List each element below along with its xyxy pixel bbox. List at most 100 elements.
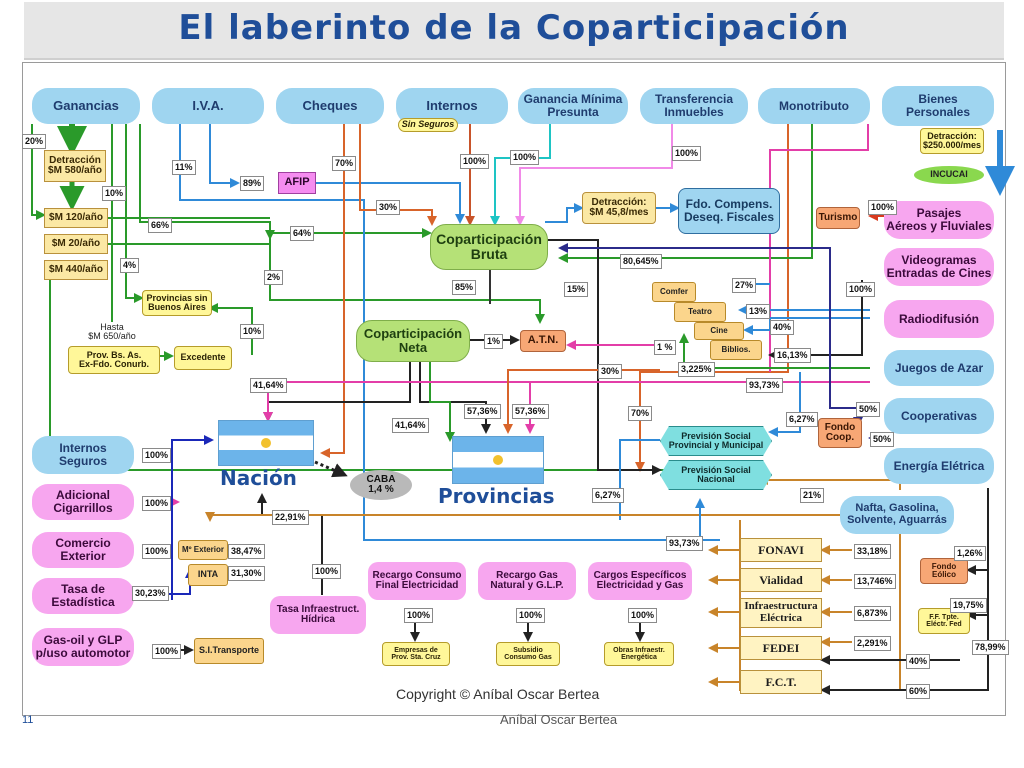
arrow-copart-detraccion [545,203,584,223]
node-tasa-infra: Tasa Infraestruct. Hídrica [270,596,366,634]
node-m120: $M 120/año [44,208,108,228]
pct-3847: 38,47% [228,544,265,559]
pct-10: 10% [102,186,127,201]
arrow-excedente [208,303,253,355]
node-videogramas: Videogramas Entradas de Cines [884,248,994,286]
node-subsidio-gas: Subsidio Consumo Gas [496,642,560,666]
node-m-exterior: Mº Exterior [178,540,228,560]
pct-1613: 16,13% [774,348,811,363]
arrow-ganancias-66 [139,124,275,240]
pct-9373a: 93,73% [746,378,783,393]
node-fondo-coop: Fondo Coop. [818,418,862,448]
node-gasoil: Gas-oil y GLP p/uso automotor [32,628,134,666]
arrow-prov-627 [768,372,801,437]
pct-50b: 50% [870,432,895,447]
copyright: Copyright © Aníbal Oscar Bertea [396,686,600,702]
pct-100-video: 100% [846,282,876,297]
node-caba: CABA 1,4 % [350,470,412,500]
pct-2291a: 22,91% [272,510,309,525]
sun-icon [493,455,503,465]
node-incucai: INCUCAI [914,166,984,184]
arrow-ganancias-4 [125,124,144,303]
pct-100-internos: 100% [460,154,490,169]
node-pasajes: Pasajes Aéreos y Fluviales [884,201,994,239]
label-provincias: Provincias [438,484,555,508]
node-energia: Energía Elétrica [884,448,994,484]
node-ganancias: Ganancias [32,88,140,124]
pct-100-is: 100% [142,448,172,463]
node-si-transporte: S.I.Transporte [194,638,264,664]
badge-sin-seguros: Sin Seguros [398,118,458,132]
pct-40: 40% [770,320,795,335]
node-obras-infra: Obras Infraestr. Energética [604,642,674,666]
pct-21: 21% [800,488,825,503]
pct-100-gmp: 100% [510,150,540,165]
node-prov-bsas: Prov. Bs. As. Ex-Fdo. Conurb. [68,346,160,374]
pct-30: 30% [376,200,401,215]
arrow-iva-afip [209,124,240,188]
pct-9373b: 93,73% [666,536,703,551]
pct-7899: 78,99% [972,640,1009,655]
node-adicional-cig: Adicional Cigarrillos [32,484,134,520]
arrow-cheques-70 [320,124,345,458]
sun-icon [261,438,271,448]
arrow-afip-copart [316,182,465,224]
pct-70b: 70% [628,406,653,421]
node-excedente: Excedente [174,346,232,370]
pct-3023: 30,23% [132,586,169,601]
pct-1: 1% [484,334,504,349]
pct-11: 11% [172,160,196,175]
pct-20: 20% [22,134,47,149]
pct-100-ti: 100% [312,564,342,579]
node-prev-nac: Previsión Social Nacional [660,460,772,490]
node-detraccion-458: Detracción: $M 45,8/mes [582,192,656,224]
pct-5736b: 57,36% [512,404,549,419]
node-cargos-esp: Cargos Específicos Electricidad y Gas [588,562,692,600]
node-ganancia-minima: Ganancia Mínima Presunta [518,88,628,124]
node-fct: F.C.T. [740,670,822,694]
pct-4: 4% [120,258,140,273]
pct-3130: 31,30% [228,566,265,581]
pct-85: 85% [452,280,477,295]
pct-3225: 3,225% [678,362,715,377]
arrow-nafta-2291 [205,512,840,522]
arrow-nafta-prev [758,475,901,490]
arrow-gmp-copart [490,124,551,226]
pct-89: 89% [240,176,265,191]
pct-2291b: 2,291% [854,636,891,651]
pct-6873: 6,873% [854,606,891,621]
pct-100-ce: 100% [142,544,172,559]
pct-13746: 13,746% [854,574,896,589]
author-footer: Aníbal Oscar Bertea [500,712,618,727]
node-juegos: Juegos de Azar [884,350,994,386]
pct-64: 64% [290,226,315,241]
pct-100-rg: 100% [516,608,546,623]
arrow-bruta-coparticipacion [548,239,662,475]
pct-100-re: 100% [404,608,434,623]
pct-627a: 6,27% [786,412,818,427]
node-cine: Cine [694,322,744,340]
pct-5736a: 57,36% [464,404,501,419]
pct-13: 13% [746,304,771,319]
arrow-2-atn [269,238,545,324]
node-internos-seguros: Internos Seguros [32,436,134,474]
pct-10b: 10% [240,324,265,339]
arrow-radio [743,317,870,335]
node-comfer: Comfer [652,282,696,302]
pct-66: 66% [148,218,173,233]
node-fedei: FEDEI [740,636,822,660]
pct-60: 60% [906,684,931,699]
node-bienes: Bienes Personales [882,86,994,126]
page-number: 11 [22,714,34,726]
arrow-bienes-left [769,124,869,372]
node-turismo: Turismo [816,207,860,229]
node-radiodifusion: Radiodifusión [884,300,994,338]
arrow-ganancias-20 [31,124,46,220]
node-provincias-sin-ba: Provincias sin Buenos Aires [142,290,212,316]
node-empresas-sc: Empresas de Prov. Sta. Cruz [382,642,450,666]
label-nacion: Nación [220,466,297,490]
page-title: El laberinto de la Coparticipación [178,8,850,48]
node-detraccion-bienes: Detracción: $250.000/mes [920,128,984,154]
node-inta: INTA [188,564,228,586]
